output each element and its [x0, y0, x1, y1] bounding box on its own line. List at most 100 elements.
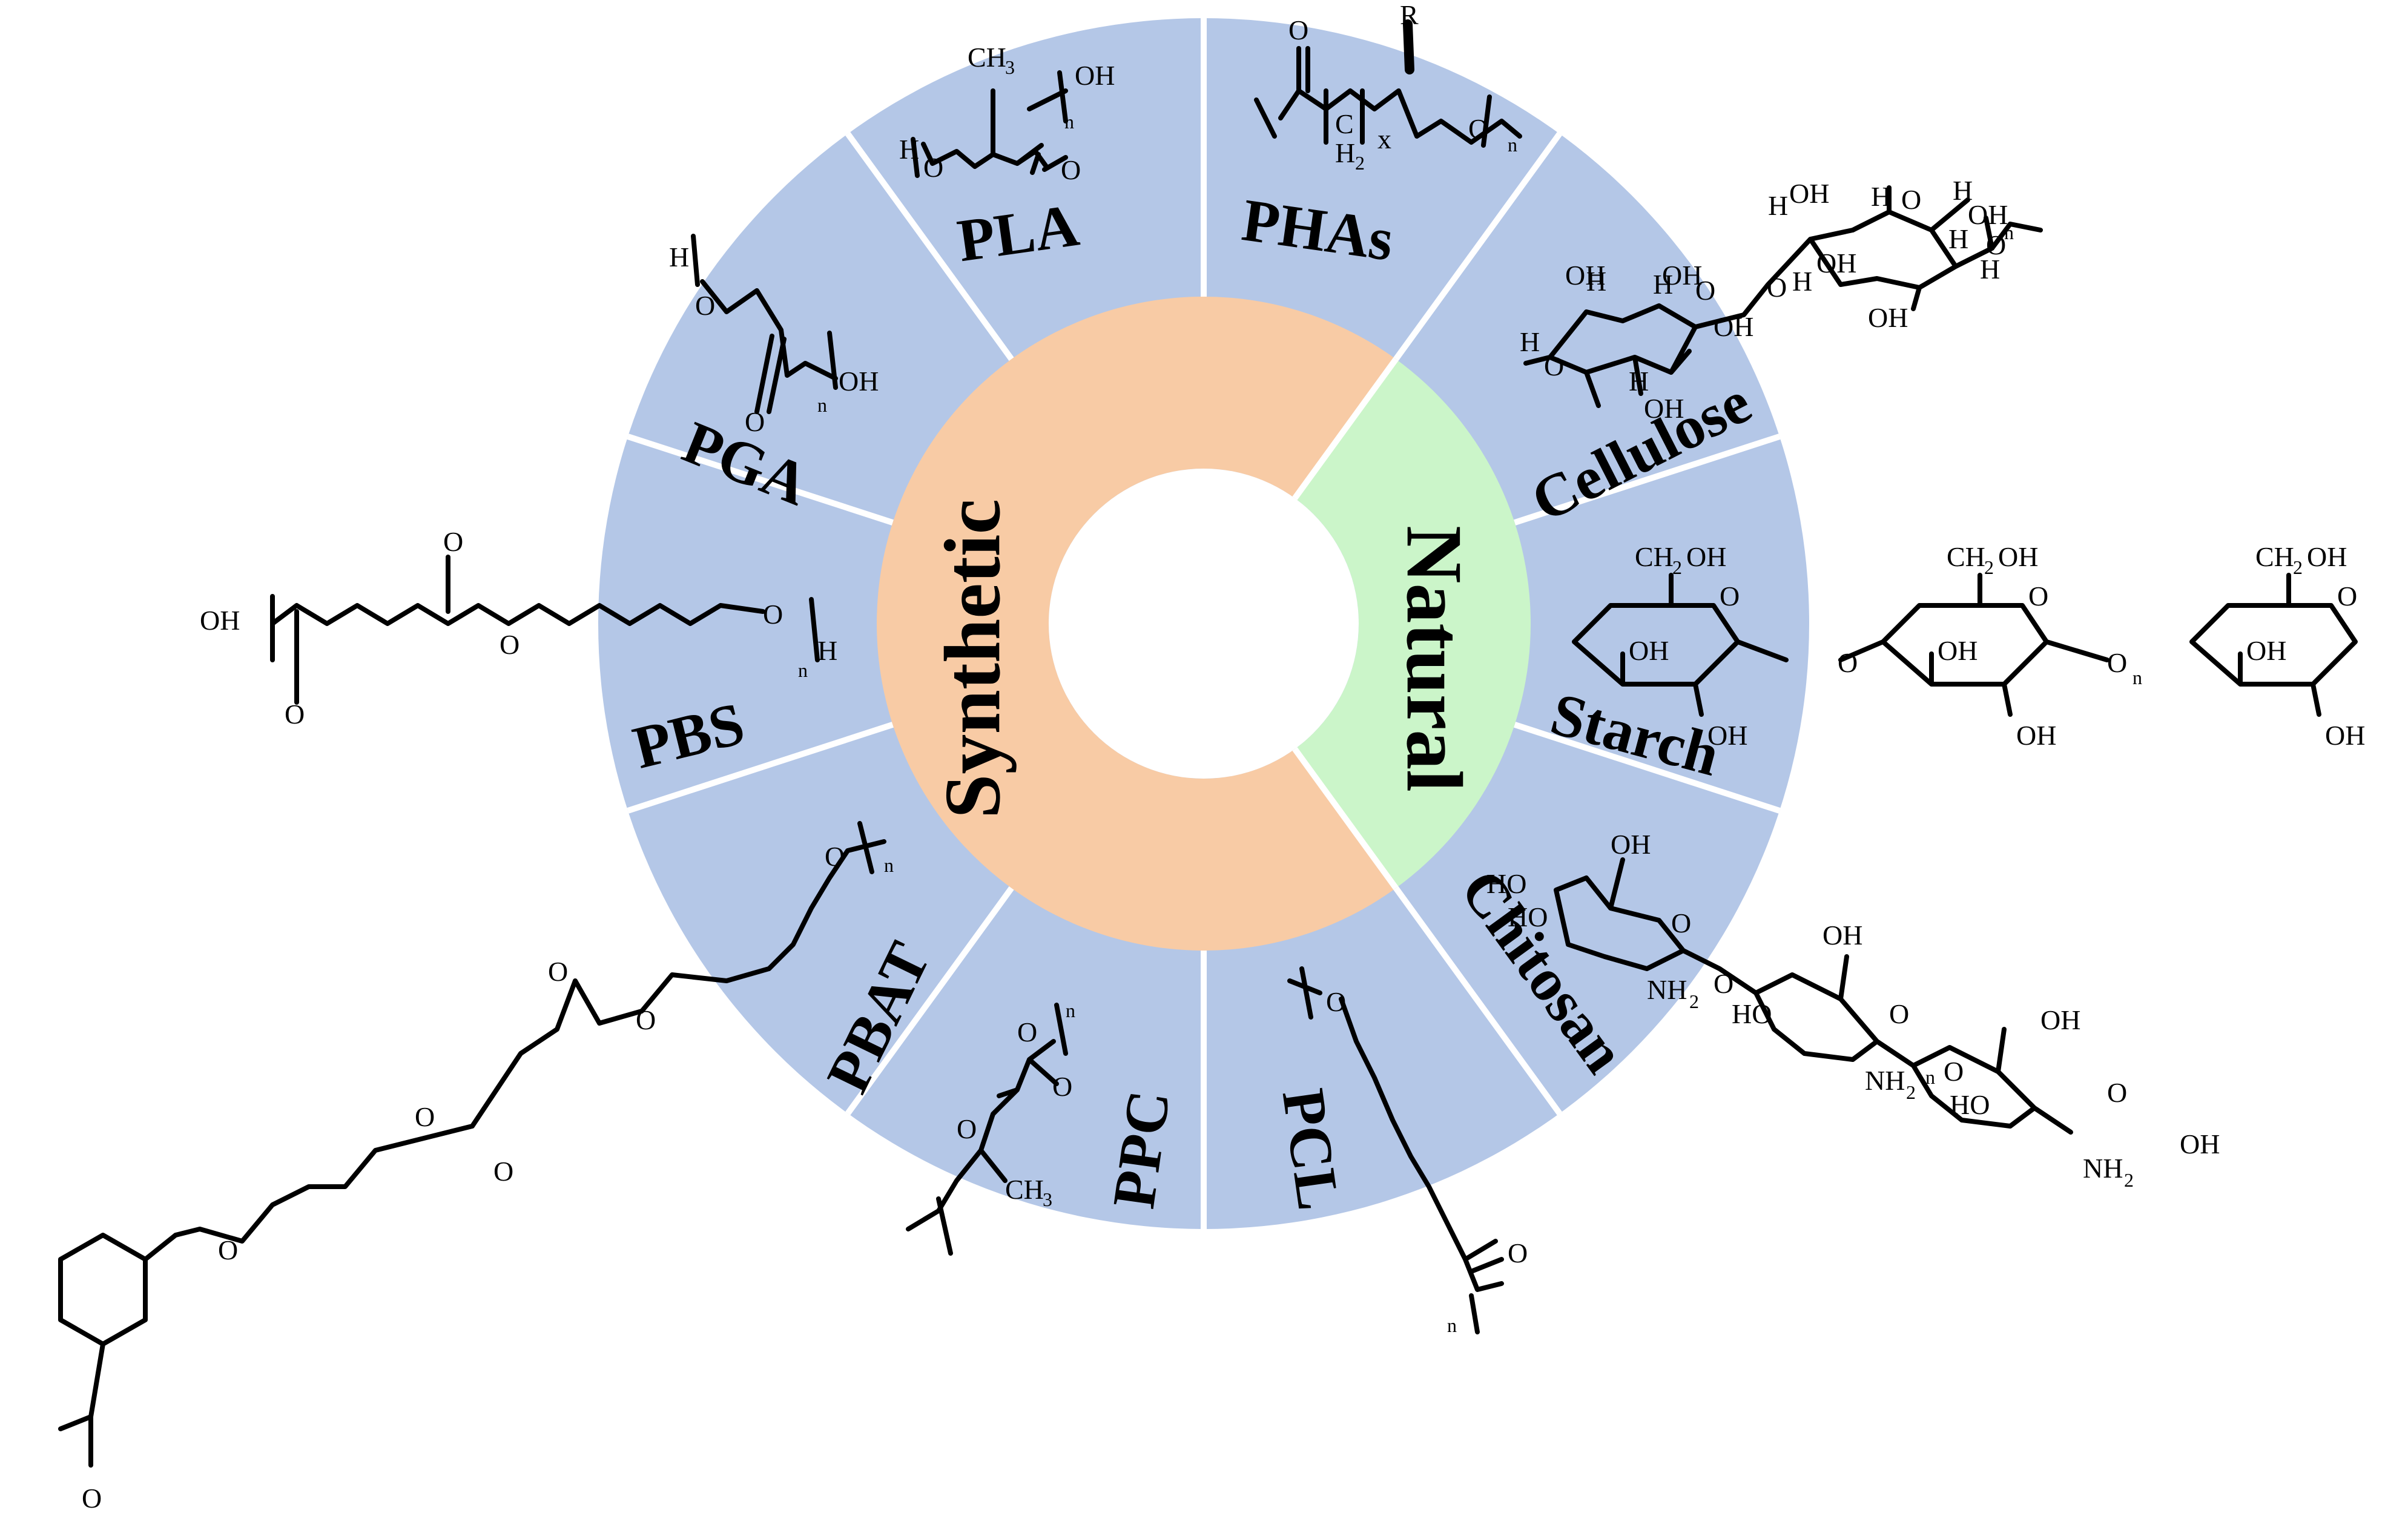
cellulose-atom: H	[1792, 266, 1812, 297]
chitosan-atom: OH	[1611, 829, 1651, 860]
phas-structure: O R C H 2 x O n	[1254, 0, 1522, 174]
pla-structure: CH 3 OH n H O O	[899, 42, 1115, 185]
starch-atom: O	[2337, 581, 2357, 611]
pbs-atom: O	[443, 526, 463, 557]
ppc-atom: n	[1066, 1000, 1075, 1021]
segment-divider	[1514, 433, 1781, 526]
category-label-synthetic: Synthetic	[928, 499, 1017, 819]
starch-atom: CH	[1635, 541, 1674, 572]
cellulose-atom: OH	[1644, 393, 1684, 424]
cellulose-atom: OH	[1816, 248, 1856, 279]
segment-divider	[627, 433, 894, 526]
starch-atom: OH	[2246, 635, 2286, 666]
phas-atom: C	[1335, 108, 1354, 139]
segment-label-pcl: PCL	[1270, 1085, 1353, 1215]
pla-atom: CH	[968, 42, 1006, 73]
pga-structure: H O OH O n	[669, 234, 879, 437]
phas-atom: H	[1335, 137, 1355, 168]
chitosan-atom: NH	[1865, 1065, 1905, 1096]
segment-label-ppc: PPC	[1100, 1087, 1183, 1213]
category-divider	[1292, 747, 1399, 890]
pbat-atom: O	[825, 841, 845, 872]
cellulose-atom: O	[1767, 272, 1787, 303]
natural-band	[1295, 359, 1531, 888]
segment-divider	[627, 722, 894, 814]
chitosan-atom: NH	[1647, 974, 1687, 1005]
cellulose-atom: H	[1586, 266, 1606, 297]
starch-atom: O	[1838, 647, 1858, 678]
cellulose-atom: OH	[1565, 260, 1605, 291]
pbat-atom: O	[82, 1483, 102, 1513]
pbat-structure: O n O O O O O O	[58, 821, 894, 1513]
cellulose-atom: O	[1544, 351, 1564, 381]
starch-atom: 2	[1984, 556, 1994, 578]
pbs-atom: n	[798, 659, 808, 681]
chitosan-atom: n	[1925, 1066, 1935, 1088]
pbs-atom: H	[817, 635, 837, 666]
center-hole	[1049, 469, 1359, 779]
phas-atom: n	[1508, 134, 1517, 156]
starch-atom: OH	[1629, 635, 1669, 666]
chitosan-atom: O	[1714, 968, 1733, 999]
ppc-atom: O	[1052, 1071, 1072, 1102]
segment-divider	[1514, 722, 1781, 814]
pbat-atom: O	[548, 956, 568, 987]
pbs-atom: O	[500, 629, 520, 660]
cellulose-atom: OH	[1662, 260, 1702, 291]
pbat-atom: O	[218, 1234, 238, 1265]
pla-atom: OH	[1075, 60, 1115, 91]
pla-atom: O	[923, 152, 943, 183]
cellulose-atom: n	[2004, 222, 2014, 243]
starch-atom: n	[2133, 667, 2142, 688]
pla-atom: 3	[1005, 56, 1015, 78]
starch-atom: 2	[2293, 556, 2303, 578]
phas-atom: O	[1468, 113, 1488, 144]
category-label-natural: Natural	[1390, 526, 1479, 792]
cellulose-atom: O	[1986, 229, 2006, 260]
pla-atom: O	[1061, 154, 1081, 185]
pbat-atom: O	[493, 1156, 513, 1187]
starch-atom: OH	[1938, 635, 1978, 666]
chitosan-atom: OH	[1822, 920, 1862, 951]
pga-atom: O	[745, 406, 765, 437]
cellulose-atom: H	[1980, 254, 2000, 285]
pga-atom: H	[669, 242, 689, 272]
pcl-structure: O O n	[1287, 966, 1528, 1336]
ppc-structure: O n O O CH 3	[906, 1000, 1075, 1256]
chitosan-atom: HO	[1950, 1089, 1990, 1120]
pcl-atom: n	[1447, 1314, 1457, 1336]
chitosan-atom: HO	[1732, 998, 1772, 1029]
chitosan-atom: NH	[2083, 1153, 2123, 1184]
starch-atom: CH	[1947, 541, 1985, 572]
phas-atom: x	[1377, 124, 1391, 154]
starch-atom: O	[2107, 647, 2127, 678]
starch-atom: OH	[1686, 541, 1726, 572]
segment-divider	[1393, 132, 1562, 361]
phas-atom: R	[1400, 0, 1419, 30]
chitosan-atom: O	[1944, 1056, 1964, 1087]
starch-atom: OH	[1998, 541, 2038, 572]
phas-atom: O	[1288, 15, 1308, 45]
starch-atom: OH	[2016, 720, 2056, 751]
cellulose-atom: O	[1695, 275, 1715, 306]
starch-structure: CH 2 OH O OH OH O CH 2 OH O OH OH O n CH…	[1572, 541, 2365, 751]
cellulose-atom: OH	[1714, 311, 1753, 342]
pbs-atom: O	[763, 599, 783, 630]
chitosan-atom: 2	[1906, 1081, 1916, 1103]
pbs-structure: OH O O O O n H	[200, 526, 837, 730]
starch-atom: O	[1720, 581, 1740, 611]
cellulose-atom: OH	[1968, 199, 2008, 230]
pbs-atom: OH	[200, 605, 240, 636]
starch-atom: OH	[2325, 720, 2365, 751]
segment-divider	[845, 886, 1014, 1115]
cellulose-atom: H	[1520, 326, 1540, 357]
cellulose-atom: OH	[1868, 302, 1908, 333]
pbat-atom: n	[884, 854, 894, 876]
pga-atom: n	[817, 394, 827, 416]
phas-atom: 2	[1355, 152, 1365, 174]
chitosan-atom: OH	[2040, 1004, 2080, 1035]
starch-atom: CH	[2255, 541, 2294, 572]
synthetic-band	[876, 296, 1396, 951]
pcl-atom: O	[1326, 986, 1346, 1017]
chitosan-atom: O	[1671, 908, 1691, 938]
